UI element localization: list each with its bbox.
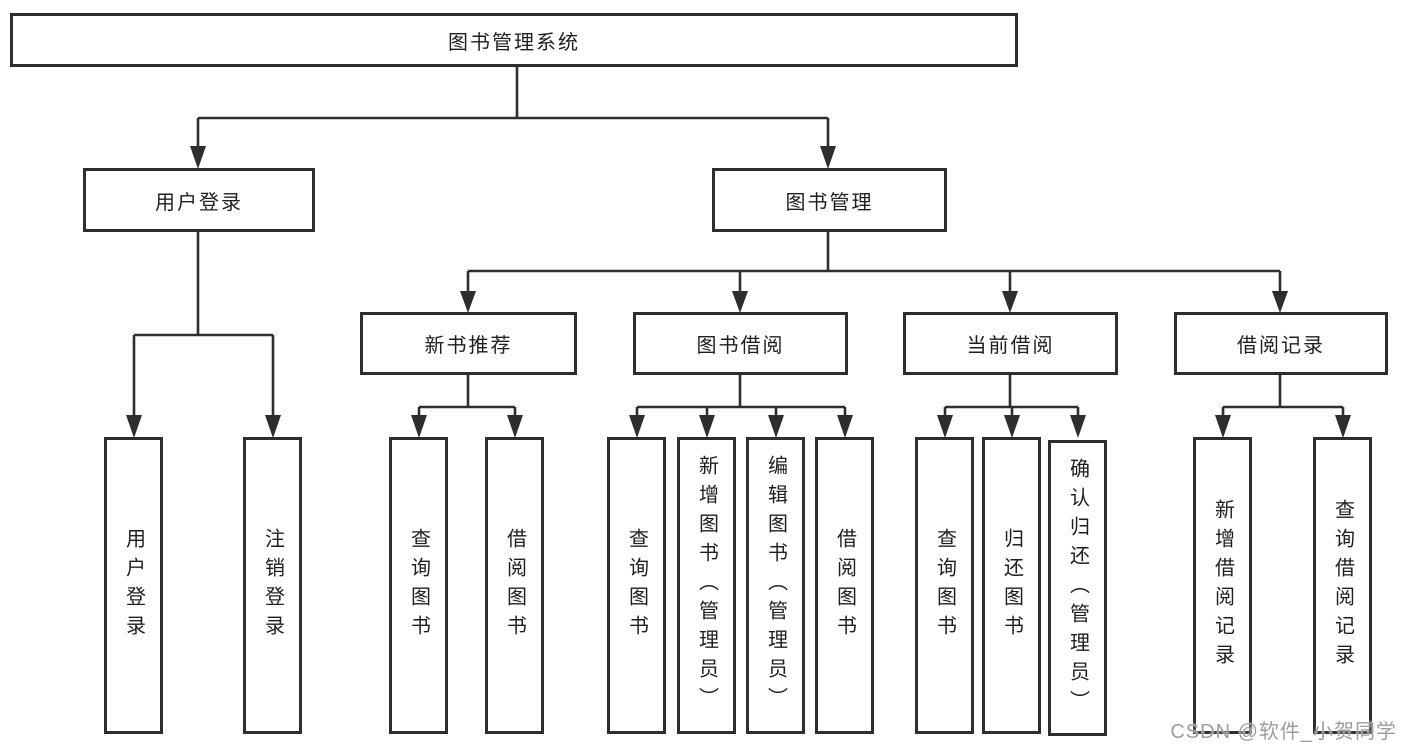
leaf-borrow-books: 借阅图书 [815, 437, 874, 734]
edge-new-book-recommend-children [417, 373, 517, 418]
node-label: 查询图书 [407, 527, 430, 644]
node-label: 图书管理 [785, 191, 874, 214]
node-label: 图书管理系统 [448, 31, 580, 54]
leaf-borrow-books-recommend: 借阅图书 [485, 437, 544, 734]
node-label: 当前借阅 [966, 335, 1055, 357]
leaf-query-books-current: 查询图书 [915, 437, 974, 734]
node-label: 用户登录 [122, 527, 145, 644]
node-label: 新增借阅记录 [1211, 498, 1234, 673]
edge-borrow-records-children [1221, 373, 1345, 418]
leaf-return-book: 归还图书 [982, 437, 1041, 734]
leaf-confirm-return-admin: 确认归还（管理员） [1048, 440, 1107, 736]
node-label: 新书推荐 [424, 335, 513, 357]
arrowheads [126, 146, 1351, 438]
node-label: 借阅记录 [1237, 335, 1325, 357]
node-label: 图书借阅 [696, 335, 785, 357]
node-label: 注销登录 [261, 527, 284, 644]
node-label: 归还图书 [1000, 527, 1023, 644]
node-label: 新增图书（管理员） [695, 455, 718, 716]
node-label: 借阅图书 [833, 527, 856, 644]
leaf-query-borrow-record: 查询借阅记录 [1313, 437, 1372, 734]
node-label: 编辑图书（管理员） [764, 455, 787, 716]
csdn-watermark: CSDN @软件_小贺同学 [1170, 721, 1397, 743]
edge-root-to-level2 [196, 66, 830, 148]
edge-book-management-children [466, 231, 1282, 293]
node-borrow-records: 借阅记录 [1174, 312, 1388, 375]
node-user-login: 用户登录 [83, 168, 315, 232]
leaf-user-login: 用户登录 [104, 437, 163, 734]
node-label: 用户登录 [155, 191, 243, 214]
node-label: 借阅图书 [503, 527, 526, 644]
edge-current-borrow-children [943, 373, 1080, 418]
node-label: 查询借阅记录 [1331, 498, 1354, 673]
node-label: 查询图书 [625, 527, 648, 644]
node-book-borrow: 图书借阅 [633, 312, 848, 375]
node-book-management: 图书管理 [712, 168, 947, 232]
edge-user-login-children [132, 231, 275, 417]
node-root: 图书管理系统 [10, 13, 1018, 67]
leaf-query-books-recommend: 查询图书 [389, 437, 448, 734]
leaf-add-book-admin: 新增图书（管理员） [677, 437, 736, 734]
leaf-query-books-borrow: 查询图书 [607, 437, 666, 734]
edge-book-borrow-children [635, 373, 847, 418]
node-current-borrow: 当前借阅 [903, 312, 1118, 375]
node-label: 确认归还（管理员） [1066, 457, 1089, 719]
leaf-logout: 注销登录 [243, 437, 302, 734]
leaf-add-borrow-record: 新增借阅记录 [1193, 437, 1252, 734]
leaf-edit-book-admin: 编辑图书（管理员） [746, 437, 805, 734]
node-new-book-recommend: 新书推荐 [360, 312, 577, 375]
node-label: 查询图书 [933, 527, 956, 644]
